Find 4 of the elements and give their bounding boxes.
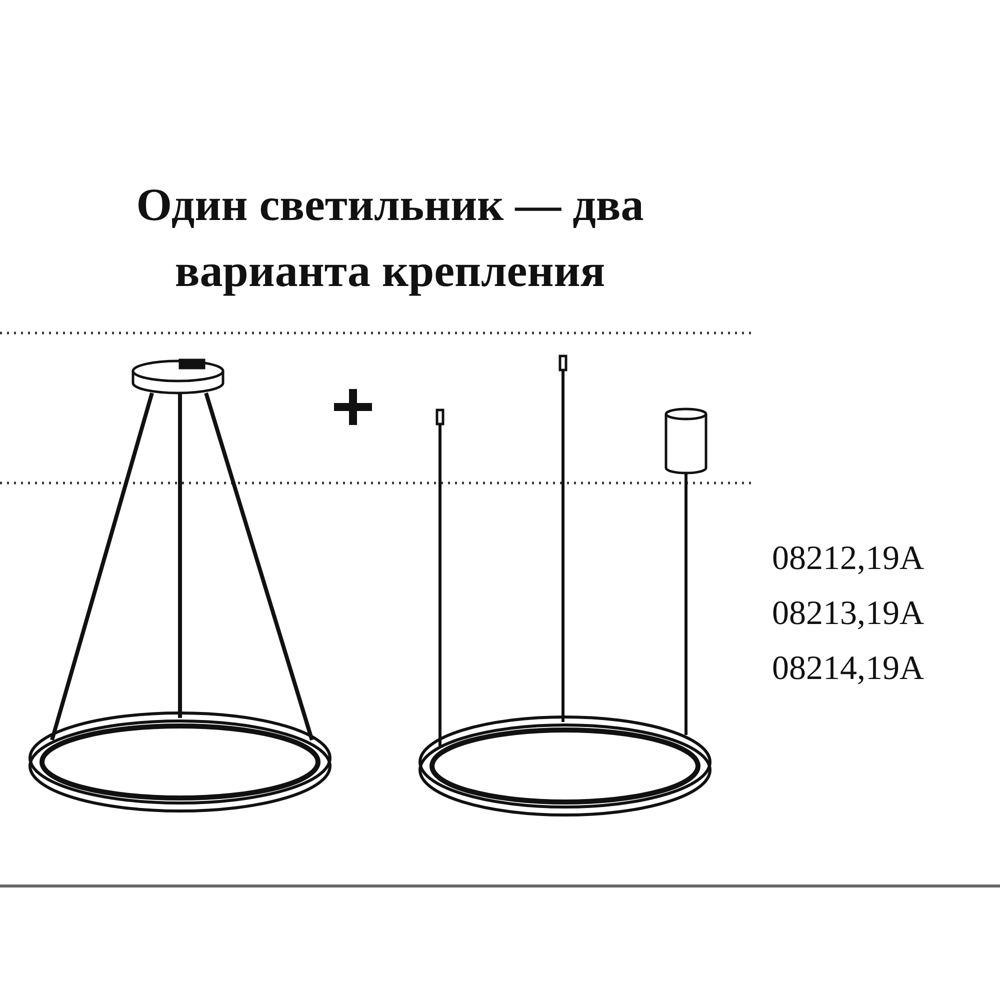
model-number: 08213,19A [772,595,924,633]
title: Один светильник — два варианта крепления [135,178,645,298]
model-number: 08212,19A [772,540,924,578]
model-number: 08214,19A [772,650,924,688]
